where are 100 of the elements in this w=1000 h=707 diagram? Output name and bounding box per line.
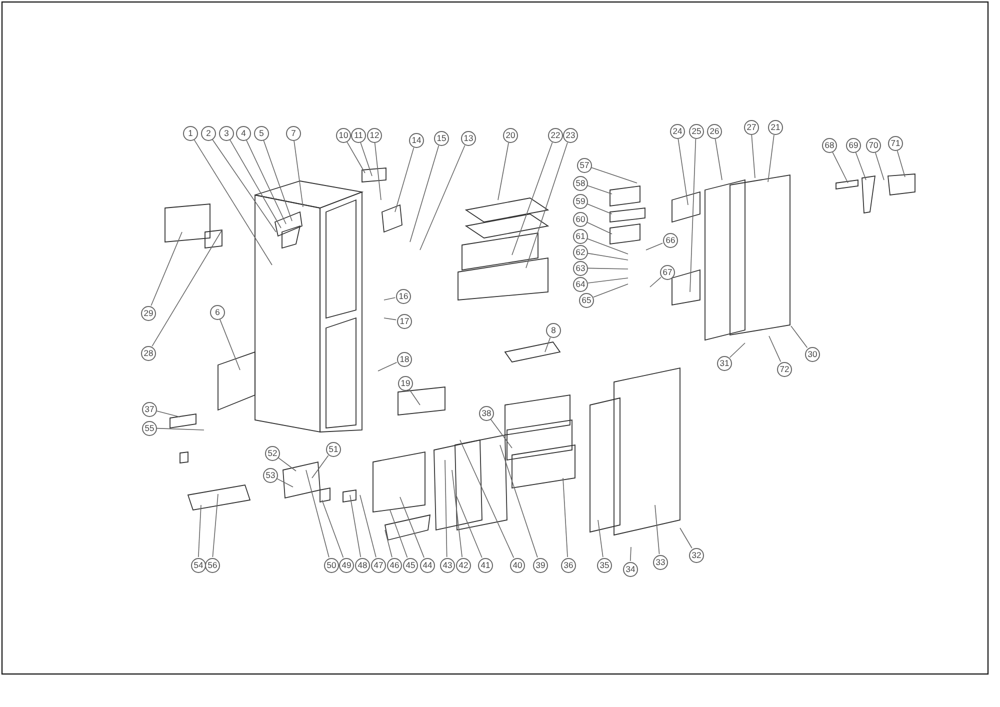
leader-line	[198, 504, 202, 558]
callout-number: 2	[201, 126, 216, 141]
callout-number: 4	[236, 126, 251, 141]
callout-number: 3	[219, 126, 234, 141]
callout-number: 32	[689, 548, 704, 563]
leader-line	[690, 138, 696, 292]
leader-line	[490, 419, 512, 448]
callout-number: 16	[396, 289, 411, 304]
leader-line	[588, 278, 628, 284]
callout-number: 28	[141, 346, 156, 361]
callout-number: 62	[573, 245, 588, 260]
callout-number: 19	[398, 376, 413, 391]
callout-number: 53	[263, 468, 278, 483]
callout-number: 55	[142, 421, 157, 436]
leader-line	[593, 284, 628, 298]
leader-line	[156, 410, 180, 418]
callout-number: 24	[670, 124, 685, 139]
callout-number: 26	[707, 124, 722, 139]
callout-number: 67	[660, 265, 675, 280]
callout-number: 70	[866, 138, 881, 153]
leader-line	[587, 185, 612, 194]
callout-number: 65	[579, 293, 594, 308]
callout-number: 63	[573, 261, 588, 276]
leader-line	[220, 319, 240, 370]
leader-line	[230, 140, 282, 228]
callout-number: 7	[286, 126, 301, 141]
callout-number: 22	[548, 128, 563, 143]
leader-line	[588, 252, 628, 260]
callout-number: 60	[573, 212, 588, 227]
leader-line	[306, 470, 330, 558]
callout-number: 50	[324, 558, 339, 573]
leader-line	[544, 337, 551, 352]
callout-number: 43	[440, 558, 455, 573]
leader-line	[768, 336, 782, 362]
callout-number: 11	[351, 128, 366, 143]
callout-number: 72	[777, 362, 792, 377]
leader-line	[360, 494, 376, 558]
leader-line	[714, 138, 722, 180]
leader-line	[751, 134, 756, 178]
callout-number: 56	[205, 558, 220, 573]
leader-line	[588, 268, 628, 270]
leader-line	[212, 494, 218, 558]
leader-line	[394, 147, 414, 212]
callout-number: 36	[561, 558, 576, 573]
leader-line	[678, 138, 688, 206]
leader-line	[586, 222, 612, 234]
leader-line	[384, 297, 396, 300]
leader-line	[212, 139, 276, 232]
leader-line	[512, 142, 553, 256]
callout-number: 69	[846, 138, 861, 153]
leader-line	[500, 444, 538, 558]
leader-line	[460, 440, 514, 558]
leader-line	[378, 362, 398, 372]
callout-number: 33	[653, 555, 668, 570]
callout-number: 39	[533, 558, 548, 573]
callout-number: 51	[326, 442, 341, 457]
leader-line	[322, 500, 344, 558]
callout-number: 21	[768, 120, 783, 135]
leader-line	[150, 232, 182, 306]
callout-number: 44	[420, 558, 435, 573]
leader-line	[156, 428, 204, 430]
callout-number: 57	[577, 158, 592, 173]
callout-number: 54	[191, 558, 206, 573]
leader-line	[346, 142, 366, 174]
leader-line	[562, 478, 568, 558]
leader-line	[278, 457, 296, 472]
leader-line	[246, 140, 286, 224]
callout-number: 14	[409, 133, 424, 148]
leader-line	[410, 145, 440, 242]
callout-number: 20	[503, 128, 518, 143]
leader-line	[832, 152, 848, 184]
callout-number: 66	[663, 233, 678, 248]
callout-number: 8	[546, 323, 561, 338]
leader-line	[498, 142, 509, 200]
callout-number: 23	[563, 128, 578, 143]
callout-number: 68	[822, 138, 837, 153]
callout-number: 13	[461, 131, 476, 146]
leader-line	[409, 389, 420, 406]
leader-line	[591, 167, 638, 184]
leader-line	[456, 494, 482, 558]
leader-line	[374, 142, 382, 200]
leader-line	[650, 276, 662, 288]
callout-number: 58	[573, 176, 588, 191]
leader-line	[350, 494, 362, 558]
callout-number: 18	[397, 352, 412, 367]
leader-line	[152, 230, 222, 347]
callout-number: 31	[717, 356, 732, 371]
leader-line	[194, 139, 272, 266]
callout-number: 25	[689, 124, 704, 139]
callout-number: 15	[434, 131, 449, 146]
callout-number: 71	[888, 136, 903, 151]
leader-line	[875, 152, 884, 180]
leader-line	[630, 546, 632, 562]
leader-line	[680, 528, 692, 549]
callout-number: 42	[456, 558, 471, 573]
callout-number: 27	[744, 120, 759, 135]
leader-line	[384, 530, 392, 558]
leader-line	[646, 242, 664, 250]
callout-number: 61	[573, 229, 588, 244]
leader-line	[400, 496, 424, 558]
